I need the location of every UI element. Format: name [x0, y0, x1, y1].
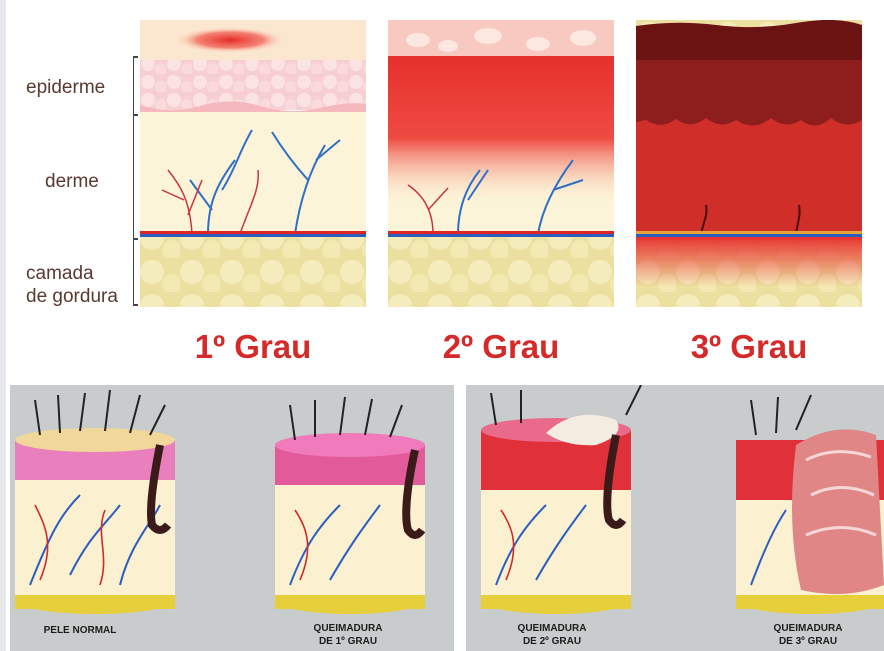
label-epiderme: epiderme	[26, 76, 105, 99]
layer-bracket	[133, 56, 138, 306]
caption-1st-degree: QUEIMADURA DE 1º GRAU	[288, 622, 408, 648]
title-1st-degree: 1º Grau	[140, 328, 366, 366]
title-3rd-degree: 3º Grau	[636, 328, 862, 366]
normal-skin-illustration	[15, 390, 175, 614]
third-degree-illustration	[736, 395, 884, 614]
title-2nd-degree: 2º Grau	[388, 328, 614, 366]
left-edge-strip	[0, 0, 6, 651]
bottom-panel-right	[466, 385, 884, 651]
bottom-panel-left	[10, 385, 454, 651]
skin-panel-1st-degree	[140, 20, 366, 307]
caption-pele-normal: PELE NORMAL	[20, 624, 140, 637]
label-derme: derme	[45, 170, 99, 193]
first-degree-illustration	[275, 397, 425, 614]
second-degree-illustration	[481, 385, 641, 614]
caption-2nd-degree: QUEIMADURA DE 2º GRAU	[492, 622, 612, 648]
label-camada-gordura: camada de gordura	[26, 262, 118, 308]
skin-panel-3rd-degree	[636, 20, 862, 307]
caption-3rd-degree: QUEIMADURA DE 3º GRAU	[748, 622, 868, 648]
skin-panel-2nd-degree	[388, 20, 614, 307]
